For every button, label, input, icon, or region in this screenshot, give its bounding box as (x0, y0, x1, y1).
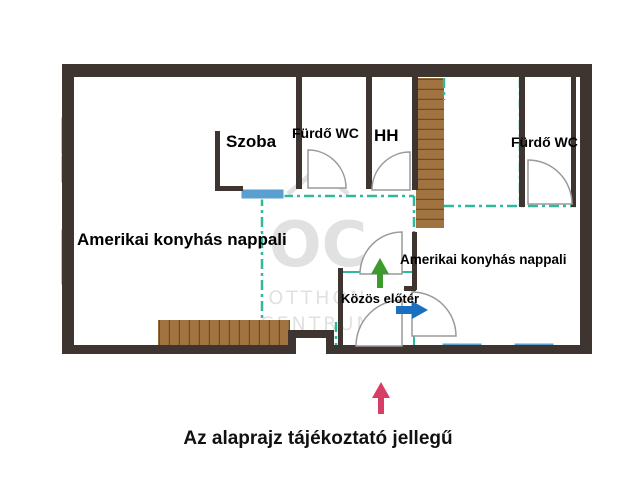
arrow-entry-icon (372, 382, 390, 414)
stairs-top (416, 78, 444, 228)
caption: Az alaprajz tájékoztató jellegű (183, 428, 453, 449)
room-label-szoba: Szoba (226, 132, 277, 151)
door-furdo-1 (307, 149, 347, 189)
room-label-nappali-2: Amerikai konyhás nappali (400, 252, 567, 267)
room-label-furdo-wc-1: Fürdő WC (292, 125, 359, 141)
room-label-eloter: Közös előtér (341, 291, 419, 306)
stairs-bottom (158, 320, 290, 347)
door-hh (371, 151, 411, 191)
door-entry (355, 299, 403, 347)
watermark-logo: OC (269, 208, 367, 281)
arrow-up-icon (371, 258, 389, 288)
window-inner (240, 188, 285, 200)
door-eloter (411, 291, 457, 337)
room-label-hh: HH (374, 126, 399, 145)
door-furdo-2 (527, 159, 573, 205)
walls (62, 64, 592, 354)
doors (307, 149, 573, 347)
arrow-right-icon (396, 301, 428, 319)
room-label-nappali-1: Amerikai konyhás nappali (77, 230, 287, 249)
door-nappali-2 (359, 231, 403, 275)
room-label-furdo-wc-2: Fürdő WC (511, 134, 578, 150)
